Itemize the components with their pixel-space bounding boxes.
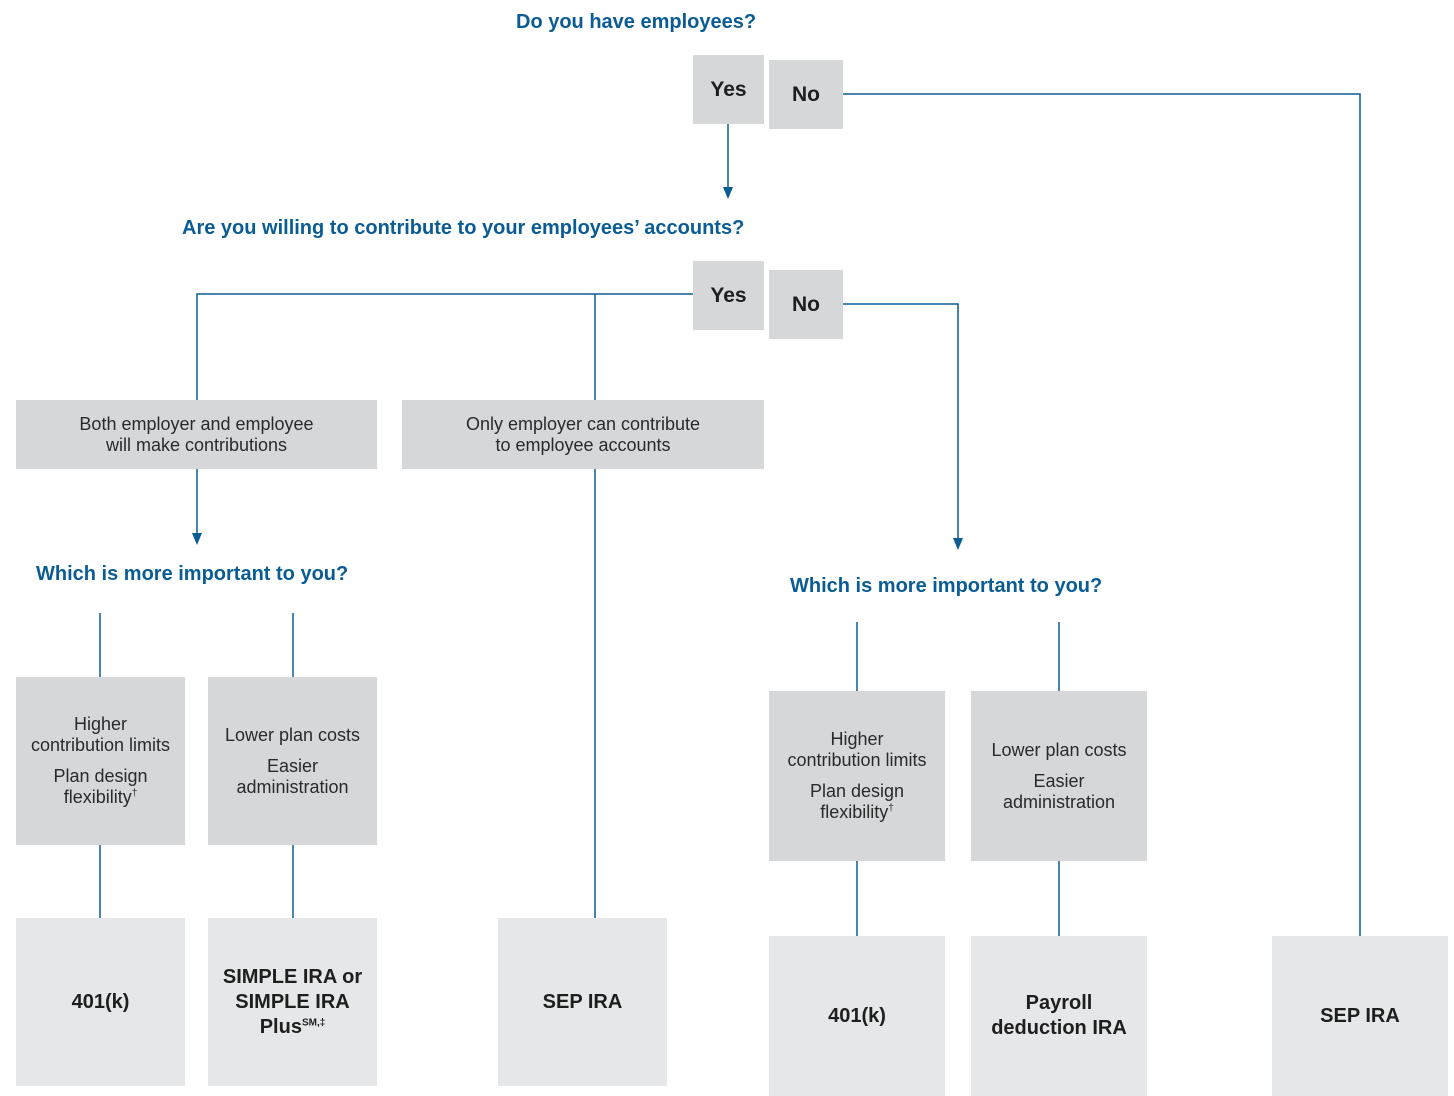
- result-sep-ira-middle: SEP IRA: [498, 918, 667, 1086]
- q2-yes-left-connector: [196, 293, 693, 400]
- arrowhead-down: [192, 533, 202, 545]
- employer-only-line2: to employee accounts: [495, 434, 671, 455]
- result-401k-label: 401(k): [828, 1004, 886, 1027]
- flex-word: flexibility: [820, 802, 889, 822]
- arrowhead-down: [723, 187, 733, 199]
- payroll-line1: Payroll: [1025, 992, 1093, 1014]
- service-mark-footnote: SM,‡: [301, 1016, 326, 1028]
- q2-no-box: No: [769, 270, 843, 339]
- result-payroll-deduction-ira: Payroll deduction IRA: [971, 936, 1147, 1096]
- question-have-employees: Do you have employees?: [516, 11, 757, 33]
- higher-line2: contribution limits: [787, 750, 927, 770]
- both-contribute-box: Both employer and employee will make con…: [16, 400, 377, 469]
- employer-only-box: Only employer can contribute to employee…: [402, 400, 764, 469]
- q2-no-connector: [843, 303, 959, 540]
- result-401k-left: 401(k): [16, 918, 185, 1086]
- flex-line2: flexibility†: [820, 802, 894, 823]
- q1-no-connector: [843, 93, 1361, 936]
- result-401k-right: 401(k): [769, 936, 945, 1096]
- question-willing-to-contribute: Are you willing to contribute to your em…: [182, 217, 745, 239]
- employer-only-line1: Only employer can contribute: [465, 413, 701, 434]
- easier-line2: administration: [1002, 791, 1116, 812]
- result-simple-ira: SIMPLE IRA or SIMPLE IRA PlusSM,‡: [208, 918, 377, 1086]
- flex-line2: flexibility†: [64, 787, 138, 808]
- left-lower-costs-box: Lower plan costs Easier administration: [208, 677, 377, 845]
- dagger-footnote: †: [888, 803, 894, 814]
- q1-yes-box: Yes: [693, 55, 764, 124]
- flex-line1: Plan design: [809, 781, 905, 801]
- simple-line1: SIMPLE IRA or: [222, 965, 363, 988]
- payroll-line2: deduction IRA: [991, 1017, 1127, 1039]
- higher-line1: Higher: [73, 714, 128, 734]
- simple-line2: SIMPLE IRA: [235, 990, 350, 1013]
- result-401k-label: 401(k): [71, 990, 130, 1013]
- right-higher-limits-box: Higher contribution limits Plan design f…: [769, 691, 945, 861]
- simple-line3: PlusSM,‡: [260, 1015, 326, 1040]
- simple-plus-word: Plus: [259, 1015, 302, 1038]
- lower-costs-line: Lower plan costs: [991, 739, 1127, 760]
- result-sep-ira-label: SEP IRA: [542, 990, 623, 1013]
- question-importance-right: Which is more important to you?: [790, 575, 1103, 597]
- result-sep-ira-label: SEP IRA: [1320, 1004, 1400, 1027]
- question-importance-left: Which is more important to you?: [36, 563, 349, 585]
- q2-yes-box: Yes: [693, 261, 764, 330]
- flex-line1: Plan design: [53, 766, 148, 786]
- lower-costs-line: Lower plan costs: [224, 724, 361, 745]
- easier-line1: Easier: [266, 755, 319, 776]
- both-contribute-line1: Both employer and employee: [79, 413, 314, 434]
- higher-line2: contribution limits: [30, 735, 171, 755]
- both-contribute-line2: will make contributions: [105, 434, 288, 455]
- dagger-footnote: †: [131, 788, 138, 799]
- easier-line2: administration: [236, 776, 349, 797]
- higher-line1: Higher: [830, 729, 884, 749]
- result-sep-ira-right: SEP IRA: [1272, 936, 1448, 1096]
- right-lower-costs-box: Lower plan costs Easier administration: [971, 691, 1147, 861]
- left-higher-limits-box: Higher contribution limits Plan design f…: [16, 677, 185, 845]
- arrowhead-down: [953, 538, 963, 550]
- q1-no-box: No: [769, 60, 843, 129]
- flex-word: flexibility: [63, 787, 132, 807]
- easier-line1: Easier: [1033, 770, 1085, 791]
